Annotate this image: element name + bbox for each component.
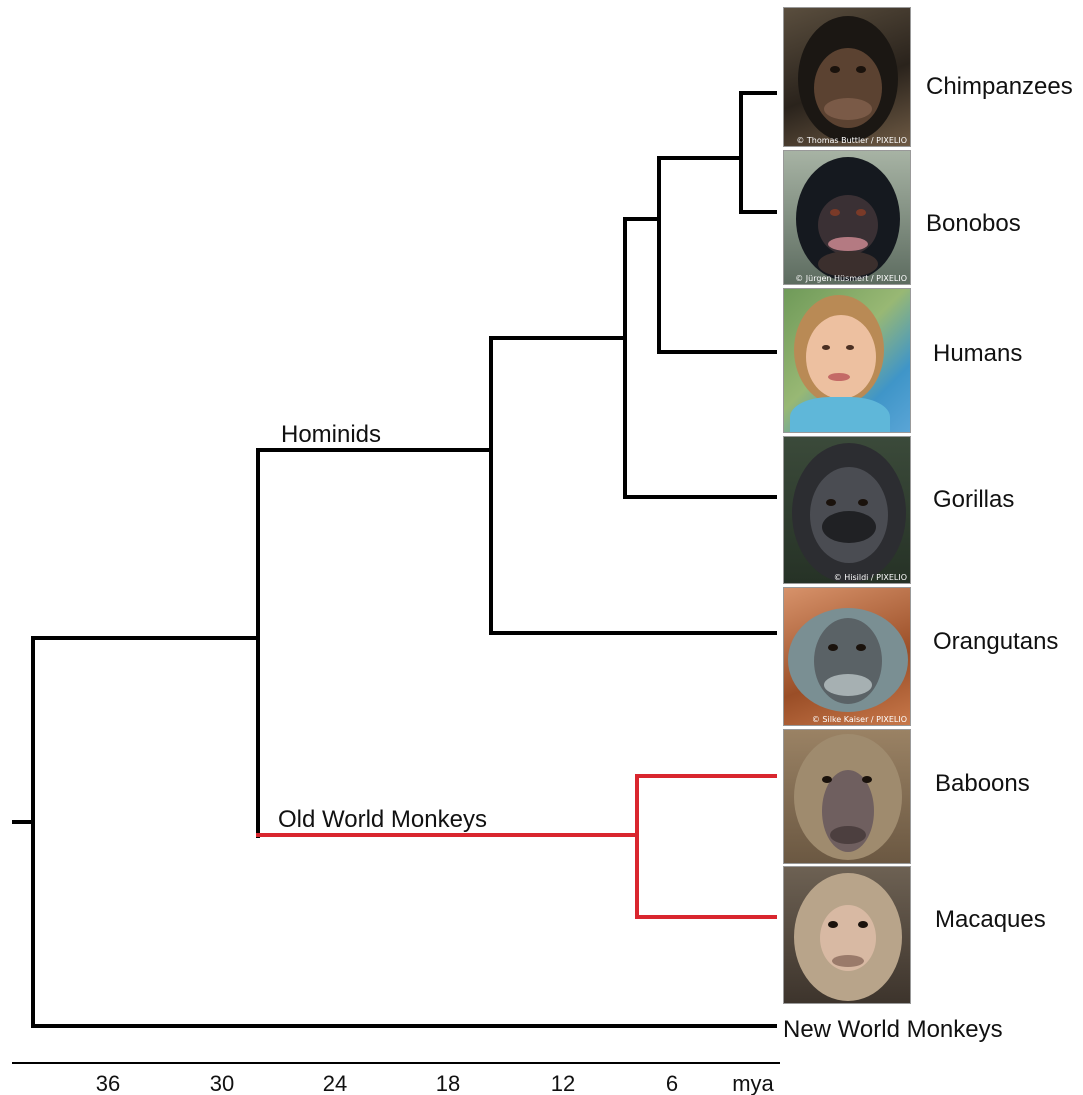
macaque-photo bbox=[783, 866, 911, 1004]
tip-label-humans: Humans bbox=[933, 340, 1022, 367]
photo-credit: © Hisildi / PIXELIO bbox=[834, 573, 907, 582]
tip-label-macaques: Macaques bbox=[935, 906, 1046, 933]
clade-label-hominids: Hominids bbox=[281, 421, 381, 448]
tip-label-orangutans: Orangutans bbox=[933, 628, 1058, 655]
tip-label-bonobos: Bonobos bbox=[926, 210, 1021, 237]
human-child-photo bbox=[783, 288, 911, 433]
gorilla-photo: © Hisildi / PIXELIO bbox=[783, 436, 911, 584]
tip-label-new-world-monkeys: New World Monkeys bbox=[783, 1016, 1003, 1043]
photo-credit: © Silke Kaiser / PIXELIO bbox=[812, 715, 907, 724]
axis-tick-label: 24 bbox=[323, 1071, 347, 1095]
axis-tick-label: 36 bbox=[96, 1071, 120, 1095]
baboon-photo bbox=[783, 729, 911, 864]
photo-credit: © Jürgen Hüsmert / PIXELIO bbox=[795, 274, 907, 283]
tip-label-gorillas: Gorillas bbox=[933, 486, 1014, 513]
orangutan-photo: © Silke Kaiser / PIXELIO bbox=[783, 587, 911, 726]
axis-tick-label: 18 bbox=[436, 1071, 460, 1095]
chimpanzee-photo: © Thomas Buttler / PIXELIO bbox=[783, 7, 911, 147]
clade-label-old-world-monkeys: Old World Monkeys bbox=[278, 806, 487, 833]
axis-tick-label: 6 bbox=[666, 1071, 678, 1095]
tip-label-baboons: Baboons bbox=[935, 770, 1030, 797]
photo-credit: © Thomas Buttler / PIXELIO bbox=[796, 136, 907, 145]
axis-tick-label: 12 bbox=[551, 1071, 575, 1095]
bonobo-photo: © Jürgen Hüsmert / PIXELIO bbox=[783, 150, 911, 285]
axis-unit-label: mya bbox=[732, 1071, 774, 1095]
tip-label-chimpanzees: Chimpanzees bbox=[926, 73, 1073, 100]
axis-tick-label: 30 bbox=[210, 1071, 234, 1095]
